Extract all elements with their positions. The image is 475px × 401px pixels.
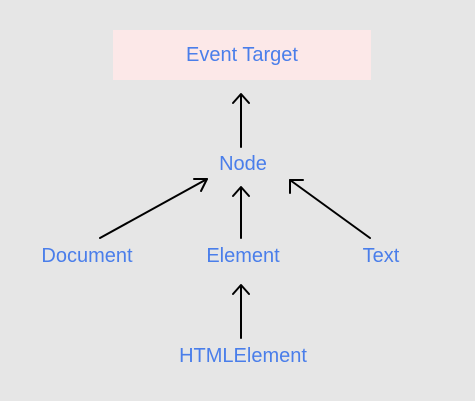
- arrow-document-to-node: [99, 178, 208, 239]
- arrow-element-to-node: [232, 186, 250, 239]
- arrow-node-to-event-target: [232, 93, 250, 148]
- arrow-html-element-to-element: [232, 284, 250, 339]
- text-label: Text: [362, 245, 400, 267]
- element-label: Element: [206, 245, 280, 267]
- document-label: Document: [41, 245, 133, 267]
- arrow-text-to-node: [289, 179, 371, 239]
- node-label: Node: [219, 153, 267, 175]
- event-target-label: Event Target: [186, 44, 298, 66]
- event-target-box: Event Target: [113, 30, 371, 80]
- html-element-label: HTMLElement: [179, 345, 307, 367]
